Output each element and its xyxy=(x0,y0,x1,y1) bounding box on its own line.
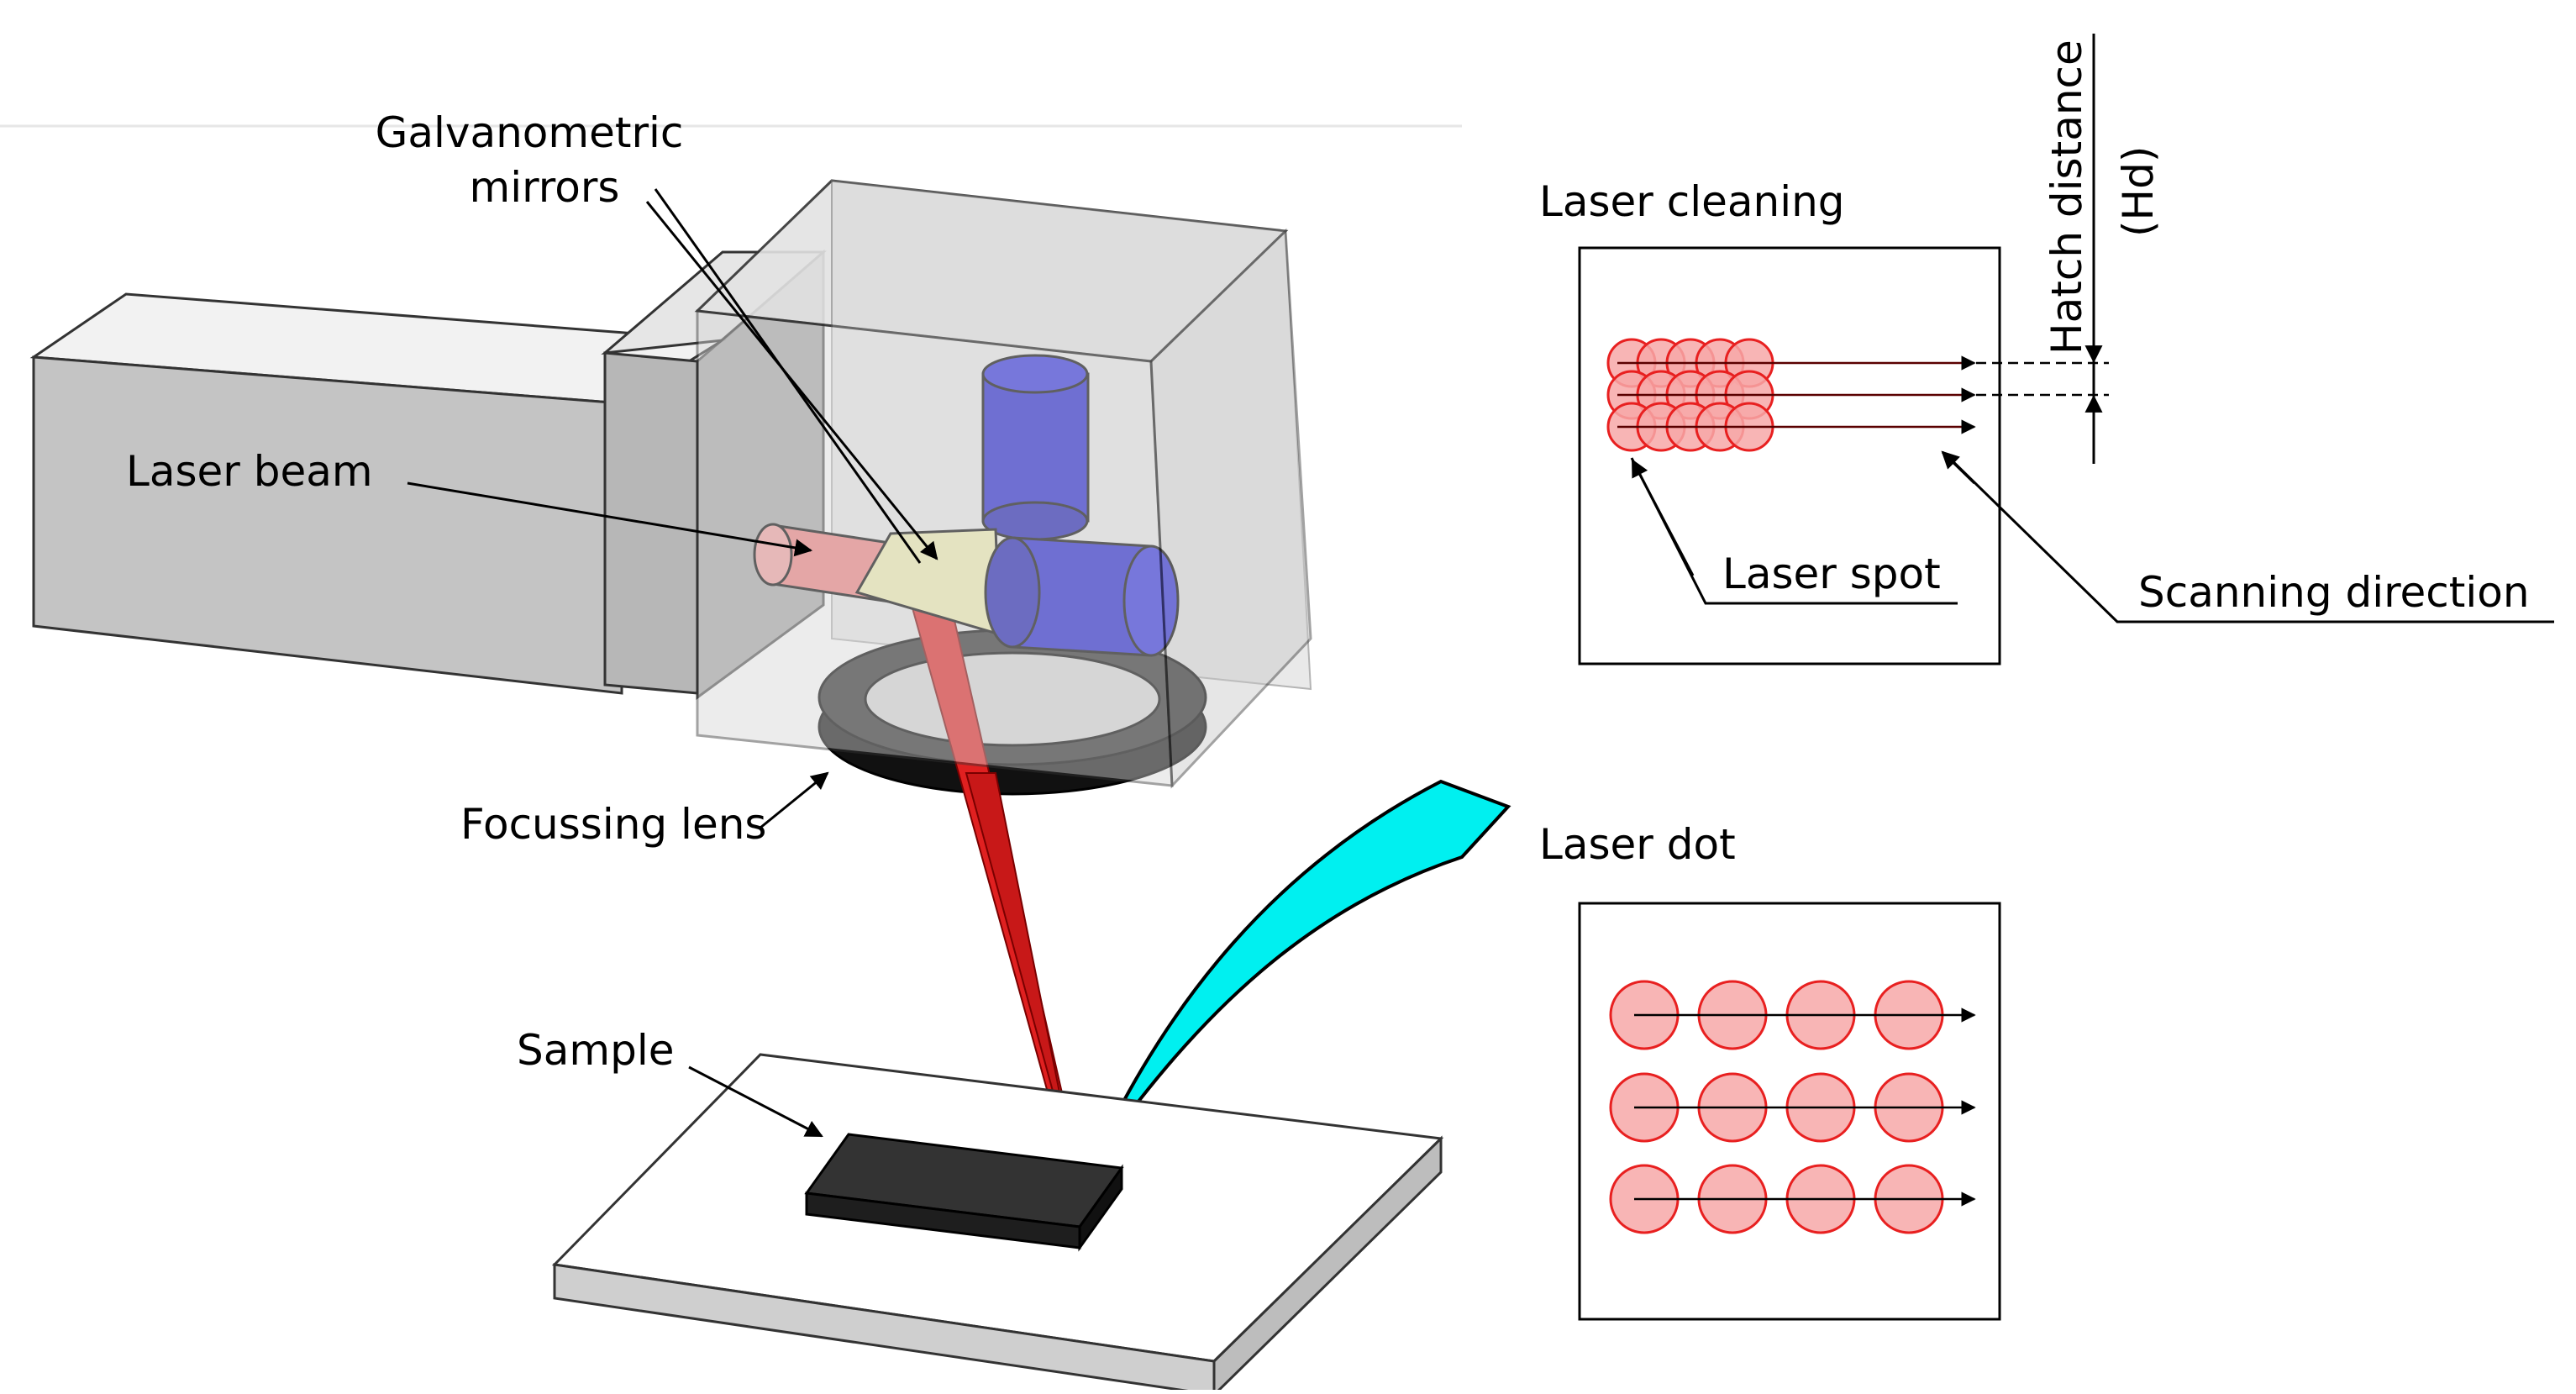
focussing-lens-ring xyxy=(817,629,1207,796)
focussing-lens-leader-line xyxy=(760,771,829,829)
galvanometric-label-line2: mirrors xyxy=(470,163,620,212)
focussing-lens-label: Focussing lens xyxy=(460,800,766,849)
sample-leader-line xyxy=(688,1065,823,1138)
galvanometric-leader-line-2 xyxy=(645,201,938,560)
sensor-arm xyxy=(1091,779,1511,1165)
laser-cleaning-panel xyxy=(1578,246,2001,665)
horizontal-motor xyxy=(984,536,1180,657)
hatch-distance-label-line2: (Hd) xyxy=(2114,146,2163,237)
laser-dot-title: Laser dot xyxy=(1539,820,1736,869)
laser-source-housing xyxy=(29,292,727,695)
laser-spot-label: Laser spot xyxy=(1722,550,1941,598)
cleaning-scan-arrows xyxy=(1617,355,1976,434)
laser-cleaning-title: Laser cleaning xyxy=(1539,177,1845,226)
hatch-distance-label-line1: Hatch distance xyxy=(2042,39,2091,355)
laser-beam-leader-line xyxy=(407,481,813,557)
scanning-direction-leader-arrow xyxy=(1941,450,1976,485)
galvanometric-label-line1: Galvanometric xyxy=(376,108,684,157)
sample-label: Sample xyxy=(517,1026,674,1075)
laser-beam-label: Laser beam xyxy=(126,447,373,496)
sample-piece xyxy=(804,1133,1124,1252)
dot-scan-arrows xyxy=(1634,1007,1976,1207)
scanning-direction-leader-line xyxy=(1943,452,2554,623)
laser-spot-leader-arrow xyxy=(1631,459,1695,576)
scanning-direction-label: Scanning direction xyxy=(2138,568,2530,617)
vertical-motor xyxy=(981,354,1090,541)
